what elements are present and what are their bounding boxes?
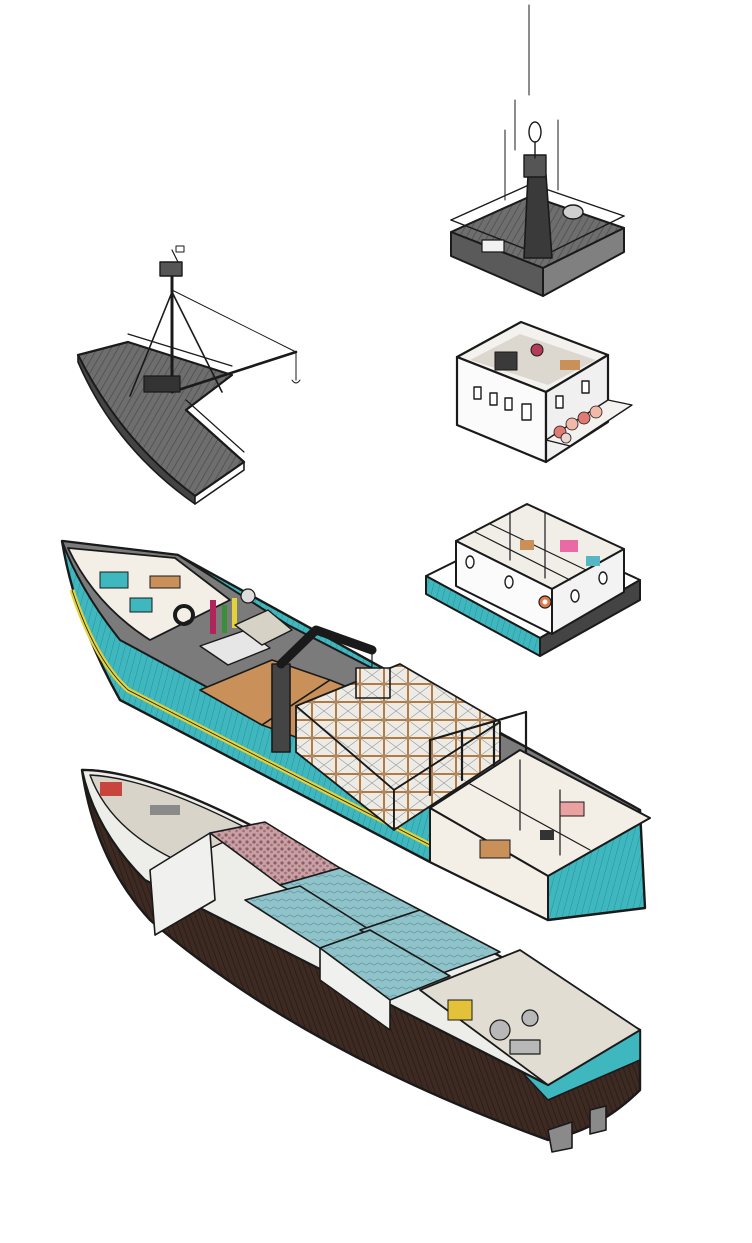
accommodation-deck	[425, 503, 641, 657]
main-deck	[60, 539, 651, 922]
mast-platform	[450, 4, 625, 297]
foredeck-with-rigging	[76, 245, 301, 505]
wheelhouse	[455, 320, 633, 464]
hull-with-fish-tanks	[80, 768, 642, 1153]
